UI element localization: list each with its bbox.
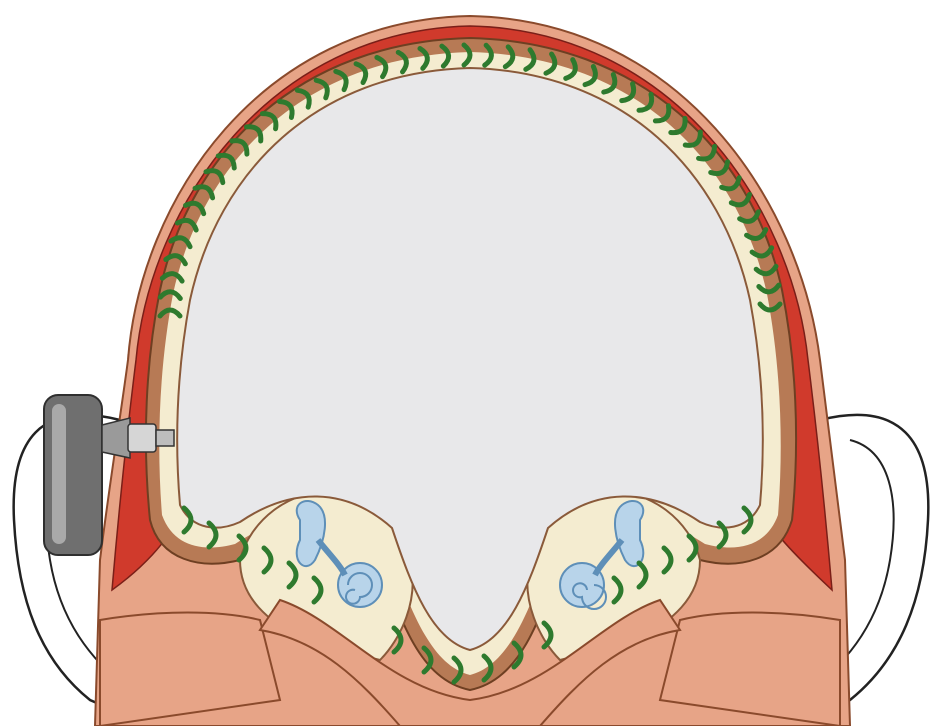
device-abutment — [128, 424, 156, 452]
device-connector — [102, 418, 130, 458]
device-implant-screw — [156, 430, 174, 446]
device-processor-highlight — [52, 404, 66, 544]
